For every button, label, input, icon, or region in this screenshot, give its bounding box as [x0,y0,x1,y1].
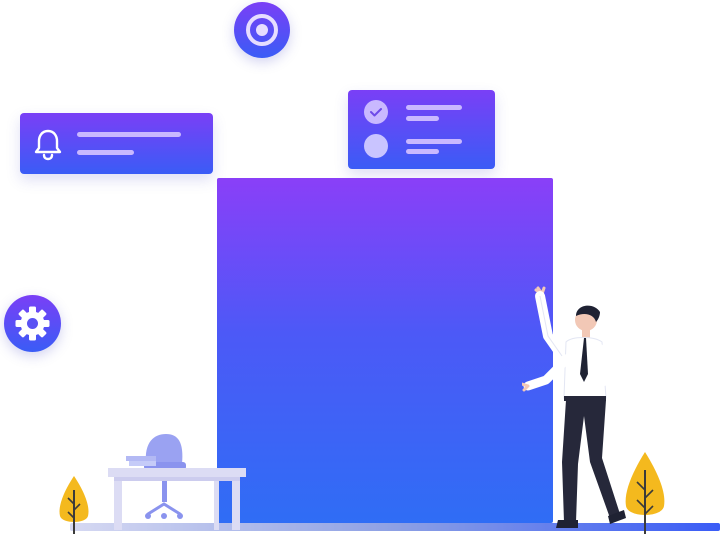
checklist-line-2 [406,116,439,121]
large-panel [217,178,553,523]
checklist-line-1 [406,105,462,110]
bell-icon [34,129,62,161]
desk-and-chair [108,434,246,530]
businessman-figure [522,286,626,528]
floor [70,523,720,531]
gear-icon [4,295,61,352]
notification-line-1 [77,132,181,137]
checklist-card [348,90,495,169]
empty-circle-icon [364,134,388,158]
tree-left [59,476,89,534]
notification-card [20,113,213,174]
target-icon [234,2,290,58]
notification-line-2 [77,150,134,155]
check-circle-icon [364,100,388,124]
checklist-line-4 [406,149,439,154]
tree-right [625,452,665,534]
checklist-line-3 [406,139,462,144]
